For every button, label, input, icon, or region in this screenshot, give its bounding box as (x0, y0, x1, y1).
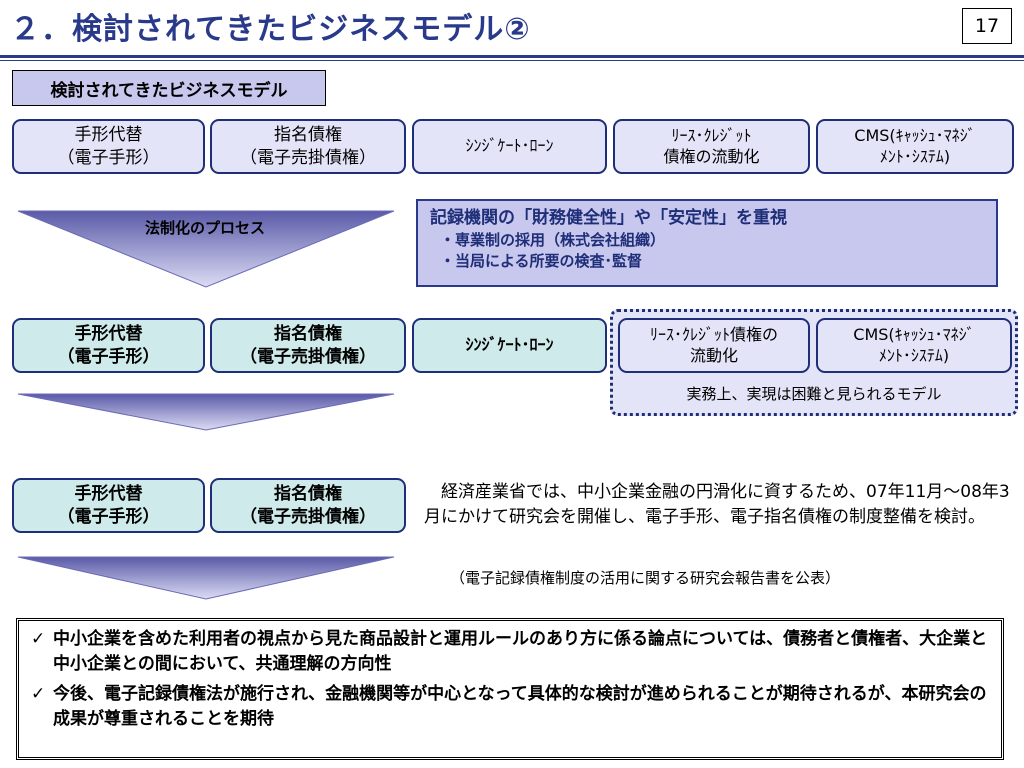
note-title: 記録機関の「財務健全性」や「安定性」を重視 (430, 208, 787, 228)
model-box-shimei-3: 指名債権 （電子売掛債権） (210, 478, 406, 533)
model-label: ﾘｰｽ･ｸﾚｼﾞｯﾄ債権の (649, 324, 778, 344)
conclusion-text: 今後、電子記録債権法が施行され、金融機関等が中心となって具体的な検討が進められる… (53, 684, 987, 729)
model-label: 手形代替 (74, 484, 143, 505)
model-sublabel: （電子売掛債権） (240, 346, 376, 367)
model-sublabel: ﾒﾝﾄ･ｼｽﾃﾑ) (879, 146, 951, 166)
conclusion-text: 中小企業を含めた利用者の視点から見た商品設計と運用ルールのあり方に係る論点につい… (53, 629, 988, 674)
model-label: 指名債権 (274, 324, 342, 345)
check-icon: ✓ (31, 684, 46, 705)
down-arrow-1 (17, 210, 395, 288)
model-sublabel: （電子売掛債権） (240, 147, 376, 168)
model-label: 指名債権 (274, 484, 342, 505)
difficult-models-caption: 実務上、実現は困難と見られるモデル (686, 385, 942, 403)
conclusion-box: ✓ 中小企業を含めた利用者の視点から見た商品設計と運用ルールのあり方に係る論点に… (16, 618, 1004, 760)
check-icon: ✓ (31, 629, 46, 649)
model-label: ｼﾝｼﾞｹｰﾄ･ﾛｰﾝ (465, 136, 554, 156)
down-arrow-2 (17, 393, 395, 431)
model-sublabel: （電子手形） (57, 506, 160, 527)
model-label: ﾘｰｽ･ｸﾚｼﾞｯﾄ (671, 125, 752, 145)
model-sublabel: 流動化 (689, 345, 738, 365)
record-agency-note: 記録機関の「財務健全性」や「安定性」を重視 ・専業制の採用（株式会社組織） ・当… (416, 199, 998, 287)
down-arrow-3 (17, 556, 395, 600)
model-label: CMS(ｷｬｯｼｭ･ﾏﾈｼﾞ (854, 125, 976, 145)
model-box-cms-2: CMS(ｷｬｯｼｭ･ﾏﾈｼﾞ ﾒﾝﾄ･ｼｽﾃﾑ) (816, 318, 1012, 373)
title-rule-thin (0, 60, 1024, 61)
model-sublabel: （電子売掛債権） (240, 506, 376, 527)
model-box-tegata: 手形代替 （電子手形） (12, 119, 205, 174)
meti-paragraph-text: 経済産業省では、中小企業金融の円滑化に資するため、07年11月～08年3月にかけ… (424, 482, 1010, 527)
conclusion-item: ✓ 中小企業を含めた利用者の視点から見た商品設計と運用ルールのあり方に係る論点に… (31, 627, 989, 676)
model-box-syndicate: ｼﾝｼﾞｹｰﾄ･ﾛｰﾝ (412, 119, 607, 174)
page-number: 17 (962, 8, 1012, 44)
model-box-cms: CMS(ｷｬｯｼｭ･ﾏﾈｼﾞ ﾒﾝﾄ･ｼｽﾃﾑ) (816, 119, 1014, 174)
note-item: ・当局による所要の検査･監督 (440, 251, 643, 270)
model-box-syndicate-2: ｼﾝｼﾞｹｰﾄ･ﾛｰﾝ (412, 318, 607, 373)
model-box-lease-2: ﾘｰｽ･ｸﾚｼﾞｯﾄ債権の 流動化 (618, 318, 810, 373)
report-note: （電子記録債権制度の活用に関する研究会報告書を公表） (450, 569, 841, 587)
model-label: 手形代替 (74, 125, 143, 146)
conclusion-item: ✓ 今後、電子記録債権法が施行され、金融機関等が中心となって具体的な検討が進めら… (31, 682, 989, 731)
legislation-process-label: 法制化のプロセス (144, 219, 265, 237)
model-sublabel: 債権の流動化 (663, 146, 760, 166)
model-sublabel: ﾒﾝﾄ･ｼｽﾃﾑ) (878, 345, 950, 365)
section-label: 検討されてきたビジネスモデル (12, 70, 326, 106)
model-sublabel: （電子手形） (57, 147, 160, 168)
model-label: ｼﾝｼﾞｹｰﾄ･ﾛｰﾝ (465, 335, 554, 355)
model-box-shimei: 指名債権 （電子売掛債権） (210, 119, 406, 174)
page-title: ２．検討されてきたビジネスモデル② (10, 12, 531, 47)
model-label: 指名債権 (274, 125, 342, 146)
title-rule (0, 55, 1024, 58)
model-box-lease: ﾘｰｽ･ｸﾚｼﾞｯﾄ 債権の流動化 (613, 119, 810, 174)
note-item: ・専業制の採用（株式会社組織） (440, 230, 666, 249)
meti-paragraph: 経済産業省では、中小企業金融の円滑化に資するため、07年11月～08年3月にかけ… (424, 480, 1014, 529)
model-box-shimei-2: 指名債権 （電子売掛債権） (210, 318, 406, 373)
model-label: CMS(ｷｬｯｼｭ･ﾏﾈｼﾞ (853, 324, 975, 344)
model-sublabel: （電子手形） (57, 346, 160, 367)
model-label: 手形代替 (74, 324, 143, 345)
model-box-tegata-2: 手形代替 （電子手形） (12, 318, 205, 373)
model-box-tegata-3: 手形代替 （電子手形） (12, 478, 205, 533)
